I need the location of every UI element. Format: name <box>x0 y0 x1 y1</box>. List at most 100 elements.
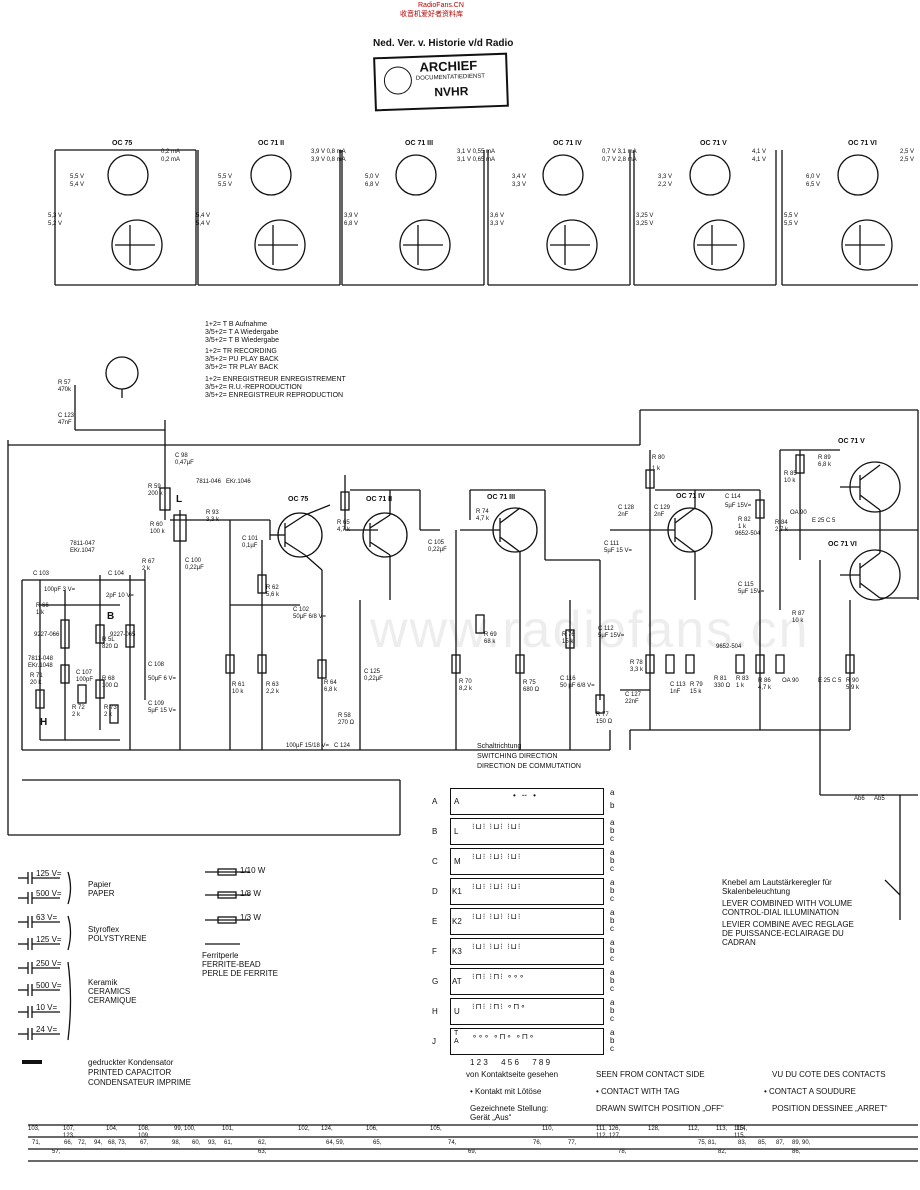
from-side-de: von Kontaktseite gesehen <box>466 1070 559 1079</box>
component-ref: C 98 <box>175 453 188 459</box>
ref-cell: 89, 90, <box>792 1140 811 1146</box>
table-2-top-b: 3,9 V 0,8 mA <box>311 157 346 163</box>
switch-contacts: ⁝⊔⁝ ⁝⊔⁝ ⁝⊔⁝ <box>472 822 522 831</box>
abc-label: c <box>610 954 614 963</box>
abc-label: a <box>610 908 615 917</box>
tag-fr: • CONTACT A SOUDURE <box>764 1087 856 1096</box>
switch-row-letter: D <box>432 887 438 896</box>
switch-row: H U ⁝⊓⁝ ⁝⊓⁝ ∘⊓∘ <box>428 998 604 1025</box>
component-ref: R 86 <box>758 678 771 684</box>
ref-cell: 107, <box>63 1126 75 1132</box>
abc-label: c <box>610 834 614 843</box>
component-ref: R 81 <box>714 676 727 682</box>
component-value: 1 k <box>36 610 45 616</box>
component-value: 68 k <box>484 639 496 645</box>
switching-title-en: SWITCHING DIRECTION <box>477 753 558 760</box>
component-value: 1 k <box>738 524 747 530</box>
component-value: 4,7 k <box>758 685 772 691</box>
part-number: 9652-504 <box>735 531 761 537</box>
table-2-left2-b: 5,4 V <box>196 221 211 227</box>
switch-contacts: ⁝⊔⁝ ⁝⊔⁝ ⁝⊔⁝ <box>472 882 522 891</box>
part-number: 9227-066 <box>34 632 60 638</box>
component-ref: C 107 <box>76 670 93 676</box>
a-label: Ab5 <box>874 796 885 802</box>
component-ref: R 75 <box>523 680 536 686</box>
ref-cell: 72, <box>78 1140 87 1146</box>
table-2-title: OC 71 II <box>258 140 285 147</box>
component-ref: R 65 <box>337 520 350 526</box>
bottom-row-2: 123, 109, 112, 127, 115, <box>28 1132 918 1142</box>
page-title: Ned. Ver. v. Historie v/d Radio <box>373 38 514 49</box>
component-ref: C 115 <box>738 582 754 588</box>
ref-cell: 74, <box>448 1140 457 1146</box>
bottom-row-1: 103, 107, 104, 108, 99, 100, 101, 102, 1… <box>28 1125 918 1135</box>
cap-legend-value: 10 V= <box>36 1003 58 1012</box>
ref-cell: 57, <box>52 1149 61 1155</box>
switch-row-letter: F <box>432 947 437 956</box>
table-1-title: OC 75 <box>112 140 133 147</box>
component-ref: R 83 <box>736 676 749 682</box>
component-ref: R 74 <box>476 509 489 515</box>
table-5-left2-b: 3,25 V <box>636 221 654 227</box>
component-value: 100pF 3 V= <box>44 587 76 593</box>
component-ref: R 84 <box>775 520 788 526</box>
abc-label: a <box>610 788 615 797</box>
ref-cell: 106, <box>366 1126 378 1132</box>
abc-label: b <box>610 946 615 955</box>
voltage-table-2 <box>197 150 341 286</box>
printed-cap-fr: CONDENSATEUR IMPRIME <box>88 1078 191 1087</box>
component-value: 15 k <box>690 689 702 695</box>
table-1-top-b: 0,2 mA <box>161 157 181 163</box>
component-value: 6,8 k <box>324 687 338 693</box>
table-4-left1-a: 3,4 V <box>512 174 527 180</box>
switch-contacts: ⁝⊓⁝ ⁝⊓⁝ ∘⊓∘ <box>472 1002 527 1011</box>
stage-label-oc71-vi: OC 71 VI <box>828 541 857 548</box>
abc-label: b <box>610 1006 615 1015</box>
cap-group-fr: CERAMIQUE <box>88 996 137 1005</box>
bottom-row-4: 57, 63, 69, 78, 82, 86, <box>28 1148 918 1158</box>
component-value: 3,3 k <box>630 667 644 673</box>
connector-legend-line: 1+2= ENREGISTREUR ENREGISTREMENT <box>205 376 346 383</box>
component-ref: C 100 <box>185 558 202 564</box>
switch-row: E K2 ⁝⊔⁝ ⁝⊔⁝ ⁝⊔⁝ <box>428 908 604 935</box>
ref-cell: 85, <box>758 1140 767 1146</box>
switch-row-letter: J <box>432 1037 436 1046</box>
switch-contacts: ∘∘∘ ∘⊓∘ ∘⊓∘ <box>472 1032 535 1041</box>
site-name-cn: 收音机爱好者资料库 <box>400 11 463 18</box>
table-6-left1-a: 6,0 V <box>806 174 821 180</box>
table-5-left2-a: 3,25 V <box>636 213 654 219</box>
voltage-table-6 <box>781 150 918 286</box>
table-6-left2-a: 5,5 V <box>784 213 799 219</box>
part-number: EKr.1047 <box>70 548 95 554</box>
table-5-left1-a: 3,3 V <box>658 174 673 180</box>
ref-cell: 101, <box>222 1126 234 1132</box>
component-value: 5µF 15V= <box>738 589 765 595</box>
component-ref: R 87 <box>792 611 805 617</box>
diode-label: E 25 C 5 <box>818 678 842 684</box>
ref-cell: 93, <box>208 1140 217 1146</box>
diode-label: OA 90 <box>790 510 807 516</box>
component-ref: R 90 <box>846 678 859 684</box>
stage-label-oc75: OC 75 <box>288 496 309 503</box>
ref-cell: 86, <box>792 1149 801 1155</box>
component-ref: R 60 <box>150 522 163 528</box>
component-ref: C 129 <box>654 505 671 511</box>
ref-cell: 87, <box>776 1140 785 1146</box>
ref-cell: 62, <box>258 1140 267 1146</box>
component-value: 0,1µF <box>242 543 258 549</box>
stage-label-oc71-iii: OC 71 III <box>487 494 516 501</box>
switch-row-position: K1 <box>452 887 462 896</box>
component-value: 470k <box>58 387 72 393</box>
ferrite-en: FERRITE-BEAD <box>202 960 261 969</box>
abc-label: a <box>610 938 615 947</box>
resistor-legend-label: 1/3 W <box>240 913 261 922</box>
table-6-top-a: 2,5 V <box>900 149 915 155</box>
abc-label: b <box>610 886 615 895</box>
component-ref: R 73 <box>104 705 117 711</box>
switch-row-position: T A <box>454 1030 459 1045</box>
ref-cell: 112, <box>688 1126 700 1132</box>
ref-cell: 102, <box>298 1126 310 1132</box>
resistor-legend-label: 1/8 W <box>240 889 261 898</box>
ref-cell: 68, 73, <box>108 1140 127 1146</box>
ref-cell: 128, <box>648 1126 660 1132</box>
